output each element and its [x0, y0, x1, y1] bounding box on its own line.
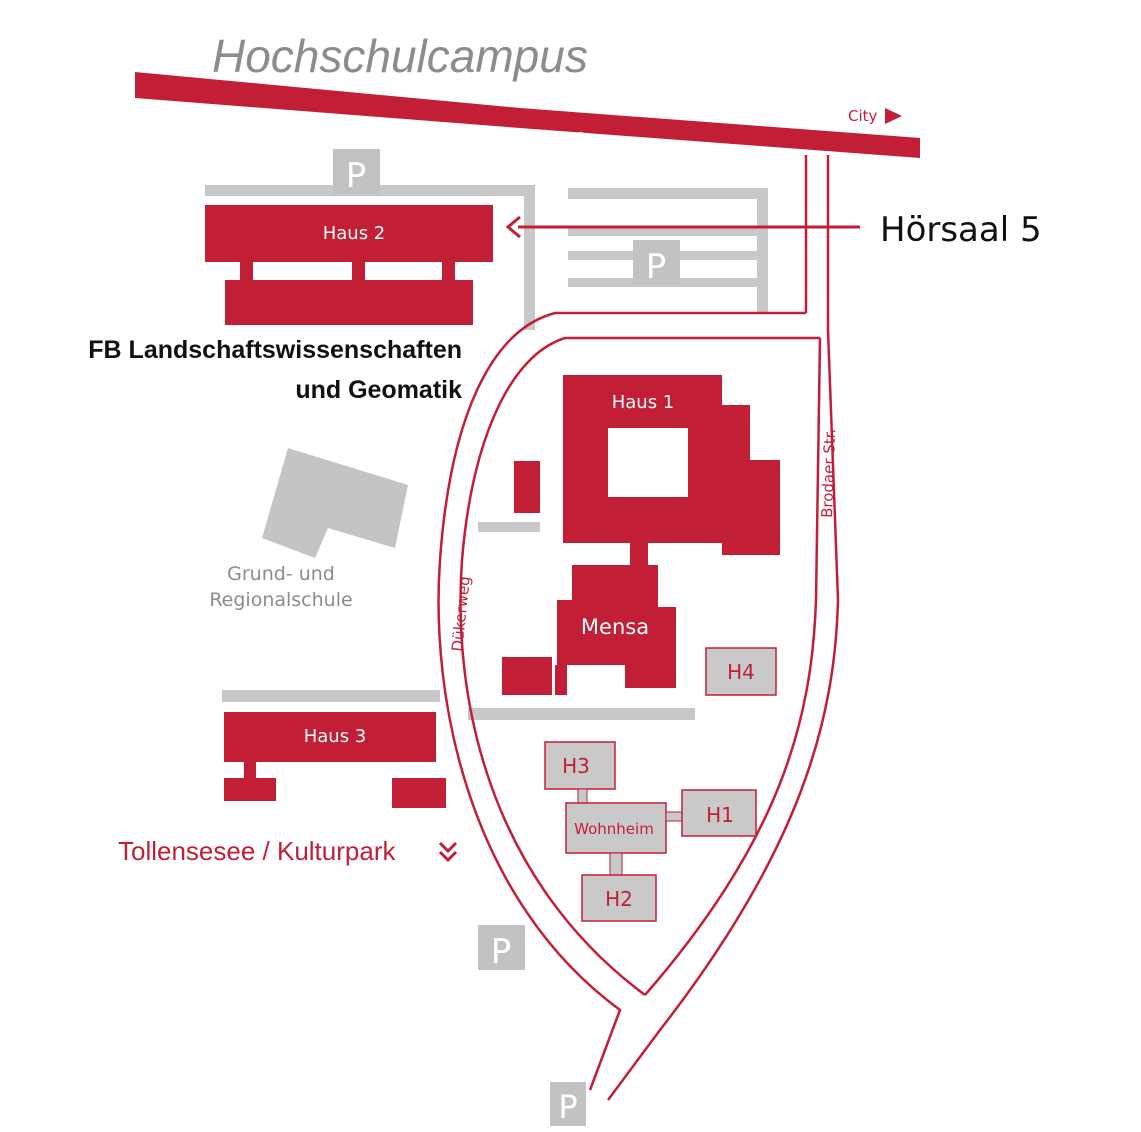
street-label-brodaer: Brodaer Str. — [818, 428, 839, 518]
loop-road — [437, 155, 840, 1101]
building-label: Wohnheim — [574, 820, 654, 838]
building-haus2[interactable]: Haus 2 — [205, 205, 493, 325]
department-label-line1: FB Landschaftswissenschaften — [88, 336, 462, 364]
building-label: H1 — [706, 803, 734, 827]
building-label: H2 — [605, 887, 633, 911]
parking-south: P — [478, 925, 525, 972]
double-chevron-down-icon — [438, 841, 458, 863]
parking-top: P — [333, 149, 380, 196]
svg-text:P: P — [491, 932, 512, 972]
building-wohnheim[interactable]: Wohnheim — [565, 802, 667, 854]
building-label: Haus 2 — [323, 223, 386, 244]
main-road: B104 / Rostocker Str. — [135, 72, 920, 158]
building-mensa[interactable]: Mensa — [502, 565, 676, 695]
building-haus3[interactable]: Haus 3 — [224, 712, 446, 808]
destination-link[interactable]: Tollensesee / Kulturpark — [118, 836, 458, 866]
building-h2[interactable]: H2 — [581, 874, 657, 922]
building-annex — [514, 461, 540, 513]
hoersaal-annotation: Hörsaal 5 — [505, 210, 1042, 250]
building-h3[interactable]: H3 — [544, 741, 616, 790]
svg-text:Regionalschule: Regionalschule — [209, 589, 352, 611]
building-label: Mensa — [581, 615, 649, 639]
street-label-dukerweg: Dükerweg — [448, 575, 474, 652]
parking-east: P — [633, 240, 680, 287]
arrow-right-icon — [885, 108, 902, 124]
building-label: H4 — [727, 660, 755, 684]
building-label: Haus 1 — [612, 392, 675, 413]
hoersaal-label: Hörsaal 5 — [880, 210, 1042, 250]
destination-label: Tollensesee / Kulturpark — [118, 836, 396, 866]
building-school: Grund- und Regionalschule — [209, 448, 408, 611]
building-h4[interactable]: H4 — [705, 647, 777, 696]
arrow-left-icon — [505, 215, 521, 239]
svg-text:Grund- und: Grund- und — [227, 563, 335, 585]
svg-text:P: P — [646, 247, 667, 287]
building-label: Haus 3 — [304, 726, 367, 747]
city-link[interactable]: City — [848, 107, 902, 125]
city-label: City — [848, 107, 878, 125]
svg-text:P: P — [558, 1088, 577, 1126]
svg-text:P: P — [346, 156, 367, 196]
building-h1[interactable]: H1 — [681, 789, 757, 837]
building-label: H3 — [562, 754, 590, 778]
department-label-line2: und Geomatik — [295, 376, 462, 404]
map-title: Hochschulcampus — [212, 30, 588, 82]
building-haus1[interactable]: Haus 1 — [563, 375, 780, 568]
parking-bottom: P — [550, 1082, 586, 1126]
